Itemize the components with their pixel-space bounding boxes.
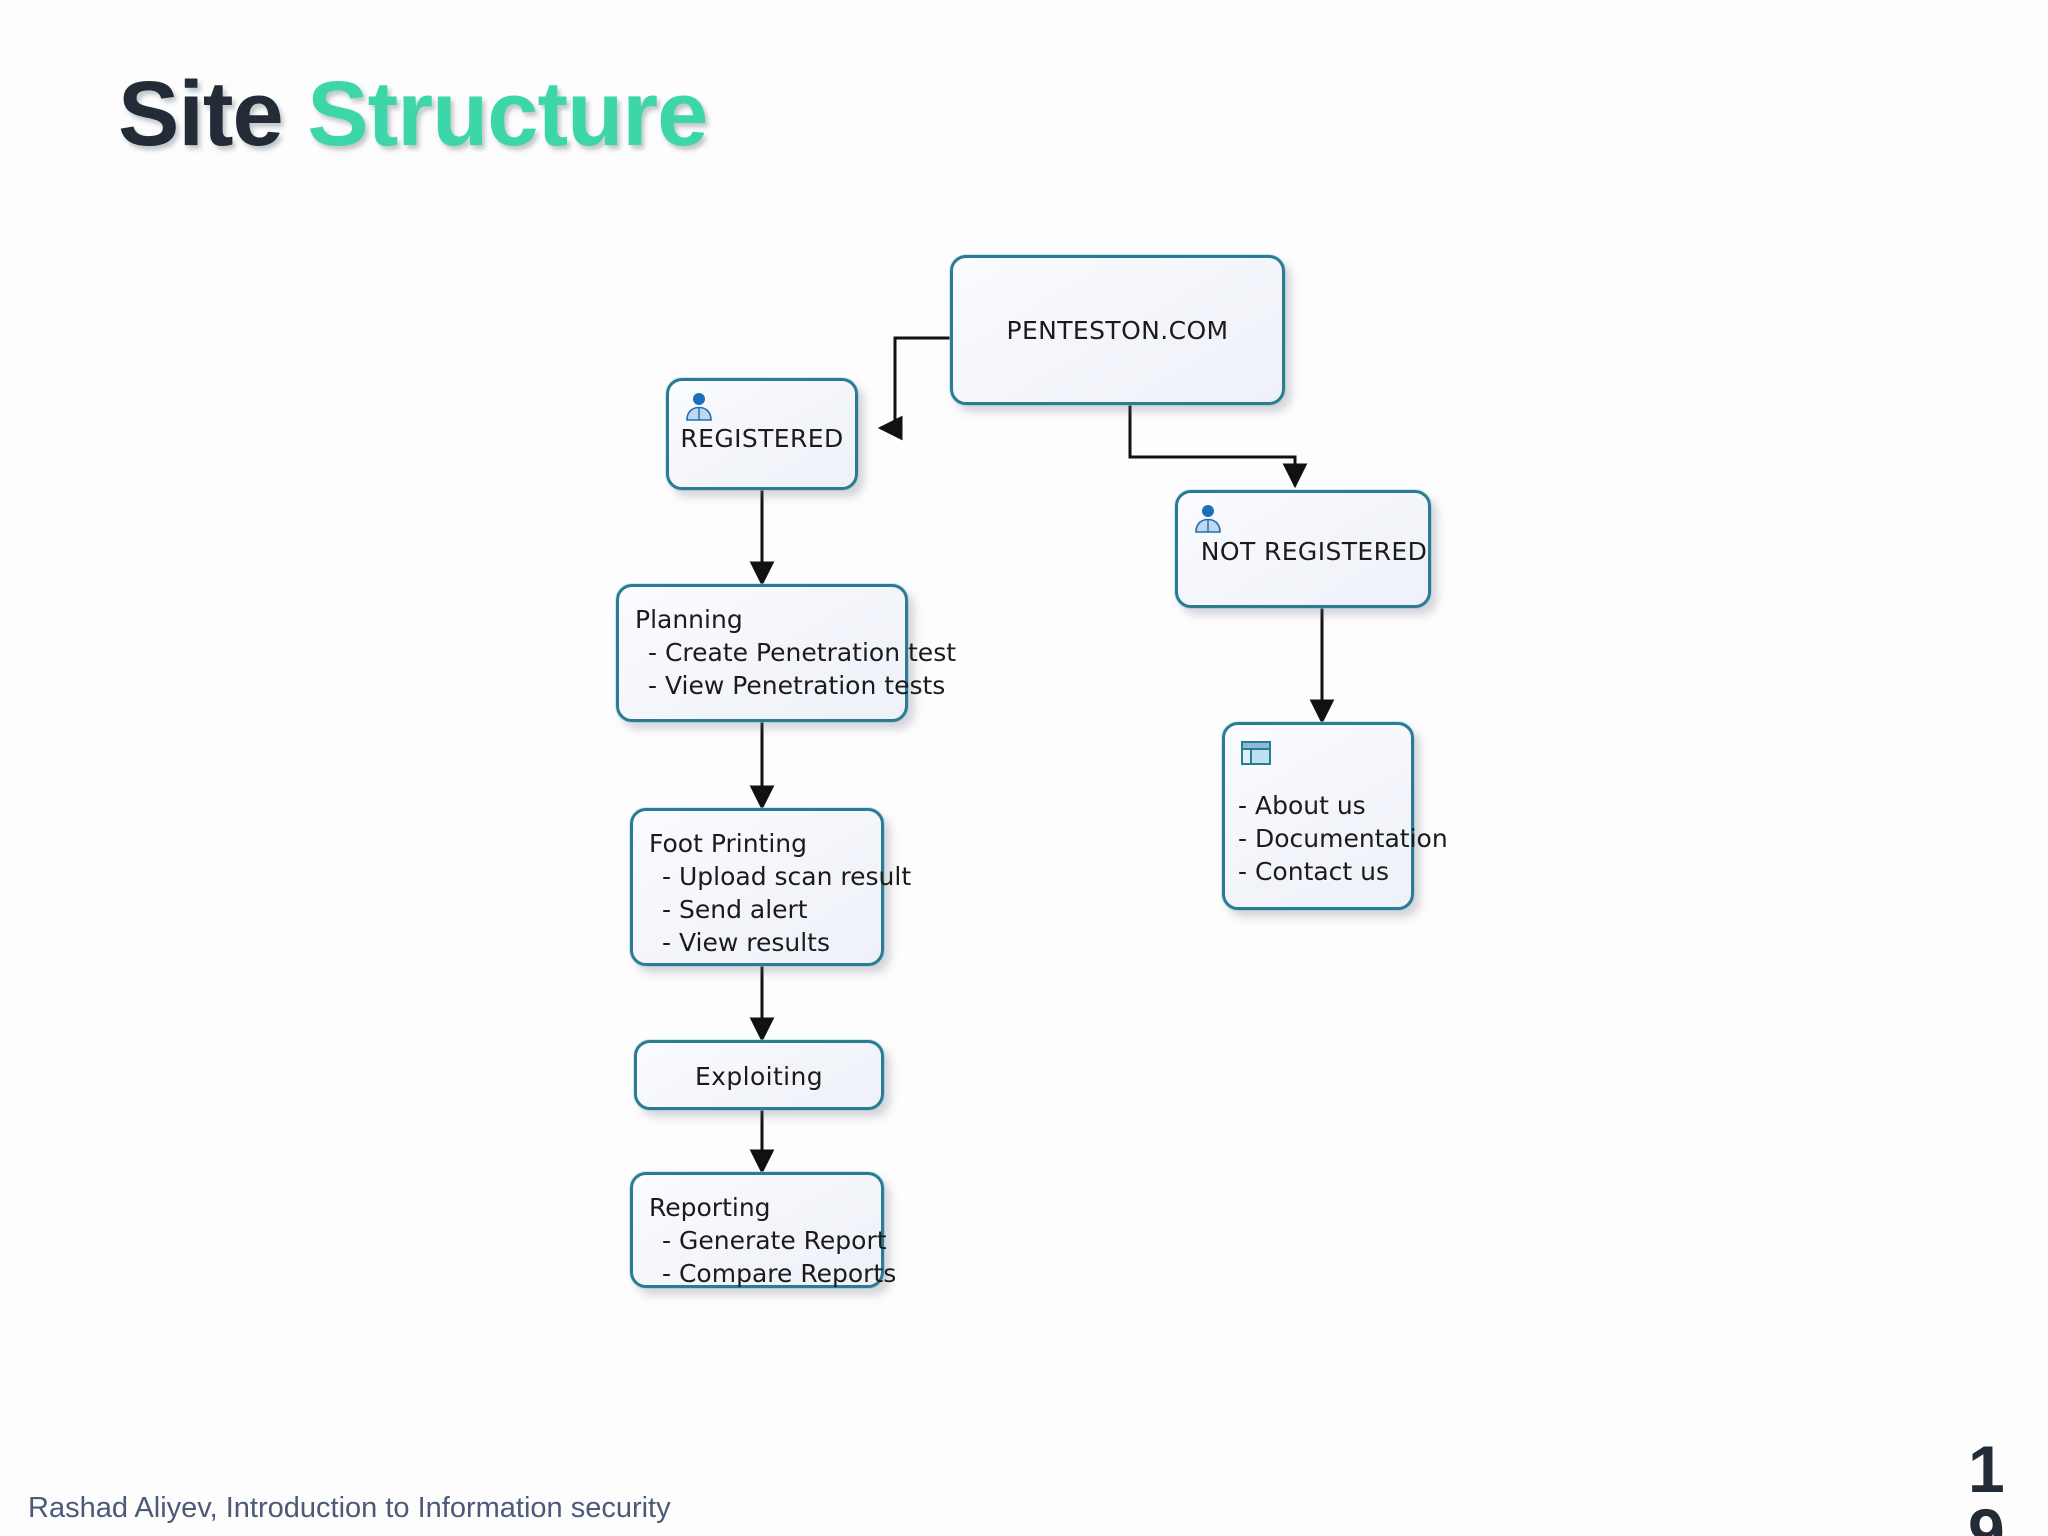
node-penteston-com-label: PENTESTON.COM <box>1006 316 1229 345</box>
node-planning-content: Planning - Create Penetration test - Vie… <box>635 603 956 702</box>
node-reporting-item-1: - Compare Reports <box>662 1259 897 1288</box>
node-foot-printing-item-1: - Send alert <box>662 895 808 924</box>
node-public-pages[interactable]: - About us - Documentation - Contact us <box>1222 722 1448 910</box>
node-planning-item-0: - Create Penetration test <box>648 638 957 667</box>
node-foot-printing-item-2: - View results <box>662 928 830 957</box>
node-planning[interactable]: Planning - Create Penetration test - Vie… <box>616 584 956 722</box>
title-part-primary: Site <box>118 63 308 165</box>
node-foot-printing[interactable]: Foot Printing - Upload scan result - Sen… <box>630 808 911 966</box>
node-exploiting-label: Exploiting <box>694 1062 824 1091</box>
node-public-pages-item-2: - Contact us <box>1238 857 1390 886</box>
node-planning-item-1: - View Penetration tests <box>648 671 946 700</box>
node-registered-label: REGISTERED <box>680 424 844 453</box>
node-foot-printing-content: Foot Printing - Upload scan result - Sen… <box>649 827 911 959</box>
page-number: 19 <box>1968 1432 2005 1536</box>
node-not-registered-label: NOT REGISTERED <box>1200 537 1428 566</box>
node-reporting[interactable]: Reporting - Generate Report - Compare Re… <box>630 1172 896 1288</box>
connector-root-to-registered <box>877 336 950 441</box>
node-not-registered[interactable]: NOT REGISTERED <box>1175 490 1431 608</box>
table-icon <box>1241 741 1271 765</box>
node-foot-printing-item-0: - Upload scan result <box>662 862 912 891</box>
title-part-accent: Structure <box>307 63 708 165</box>
node-public-pages-item-1: - Documentation <box>1238 824 1448 853</box>
node-reporting-heading: Reporting <box>649 1193 771 1222</box>
footer-attribution: Rashad Aliyev, Introduction to Informati… <box>28 1492 671 1524</box>
node-reporting-item-0: - Generate Report <box>662 1226 887 1255</box>
node-public-pages-content: - About us - Documentation - Contact us <box>1238 789 1448 888</box>
user-icon <box>1195 505 1221 533</box>
node-exploiting[interactable]: Exploiting <box>634 1040 884 1110</box>
connector-root-to-not-registered <box>1128 405 1308 489</box>
node-planning-heading: Planning <box>635 605 743 634</box>
user-icon <box>686 393 712 421</box>
node-reporting-content: Reporting - Generate Report - Compare Re… <box>649 1191 896 1290</box>
node-public-pages-item-0: - About us <box>1238 791 1366 820</box>
node-penteston-com[interactable]: PENTESTON.COM <box>950 255 1285 405</box>
node-registered[interactable]: REGISTERED <box>666 378 858 490</box>
page-title: Site Structure <box>118 62 708 167</box>
node-foot-printing-heading: Foot Printing <box>649 829 807 858</box>
